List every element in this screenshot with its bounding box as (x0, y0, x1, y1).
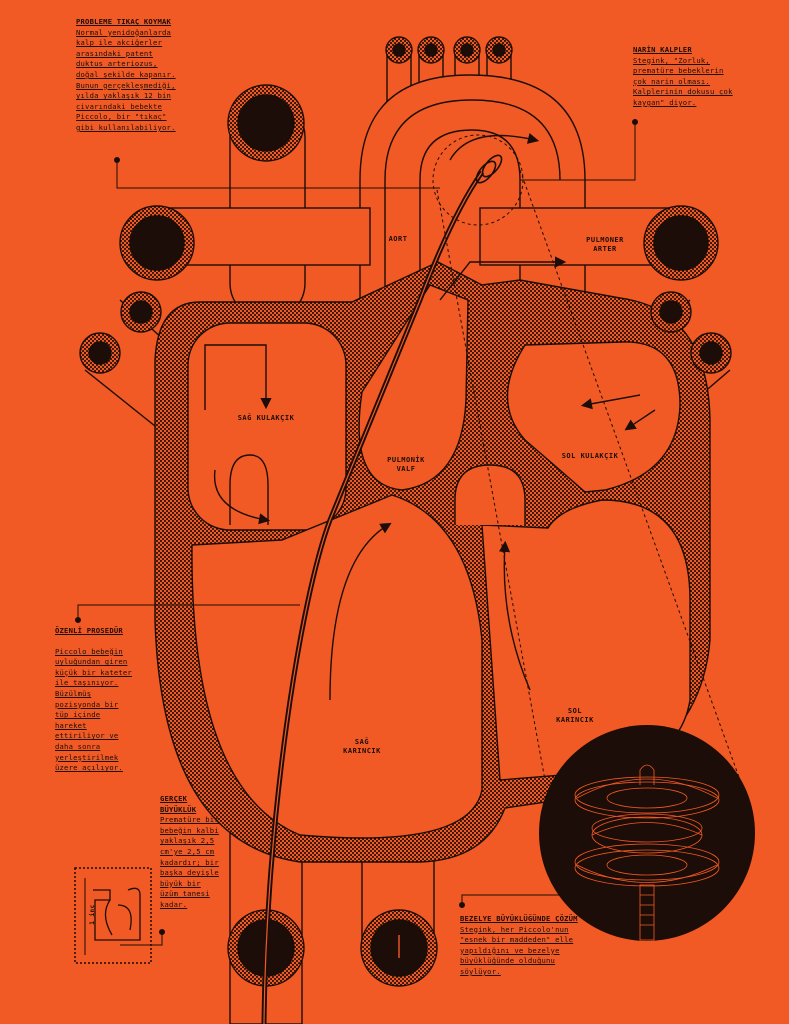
label-line: SAĞ (354, 738, 370, 746)
label-sol-kulakcik: SOL KULAKÇIK (561, 452, 619, 460)
note-prosedur: ÖZENLİ PROSEDÜR Piccolo bebeğin uyluğund… (55, 626, 135, 774)
label-line: PULMONİK (387, 456, 425, 464)
note-body: Stegink, "Zorluk, prematüre bebeklerin ç… (633, 55, 733, 107)
left-atrium (506, 341, 681, 493)
note-tikac: PROBLEME TIKAÇ KOYMAK Normal yenidoğanla… (76, 17, 181, 134)
note-body: Stegink, her Piccolo'nun "esnek bir madd… (460, 924, 574, 976)
note-body: Normal yenidoğanlarda kalp ile akciğerle… (76, 27, 176, 132)
note-bezelye: BEZELYE BÜYÜKLÜĞÜNDE ÇÖZÜM Stegink, her … (460, 914, 600, 978)
label-line: KARINCIK (343, 747, 381, 755)
note-title: PROBLEME TIKAÇ KOYMAK (76, 17, 172, 26)
pulmonic-valve (358, 284, 469, 491)
note-title: ÖZENLİ PROSEDÜR (55, 626, 123, 635)
label-line: VALF (396, 465, 416, 473)
scale-box (74, 867, 152, 964)
label-line: ARTER (593, 245, 617, 253)
label-line: SOL (567, 707, 583, 715)
note-body: Piccolo bebeğin uyluğundan giren küçük b… (55, 646, 132, 773)
note-buyukluk: GERÇEK BÜYÜKLÜK Prematüre bir bebeğin ka… (160, 794, 220, 911)
flow-arrows (204, 132, 656, 970)
note-narin: NARİN KALPLER Stegink, "Zorluk, prematür… (633, 45, 733, 109)
note-title: BEZELYE BÜYÜKLÜĞÜNDE ÇÖZÜM (460, 914, 578, 923)
label-sag-kulakcik: SAĞ KULAKÇIK (237, 414, 295, 422)
scale-label: 1 inç (88, 904, 96, 925)
right-ventricle (191, 494, 483, 839)
label-line: KARINCIK (556, 716, 594, 724)
right-atrium (187, 322, 347, 531)
leader-lines (75, 119, 638, 946)
note-title: NARİN KALPLER (633, 45, 692, 54)
note-body: Prematüre bir bebeğin kalbi yaklaşık 2,5… (160, 815, 219, 909)
magnified-device (539, 725, 755, 941)
note-title: GERÇEK BÜYÜKLÜK (160, 794, 197, 814)
label-line: PULMONER (586, 236, 624, 244)
label-aort: AORT (388, 235, 408, 243)
